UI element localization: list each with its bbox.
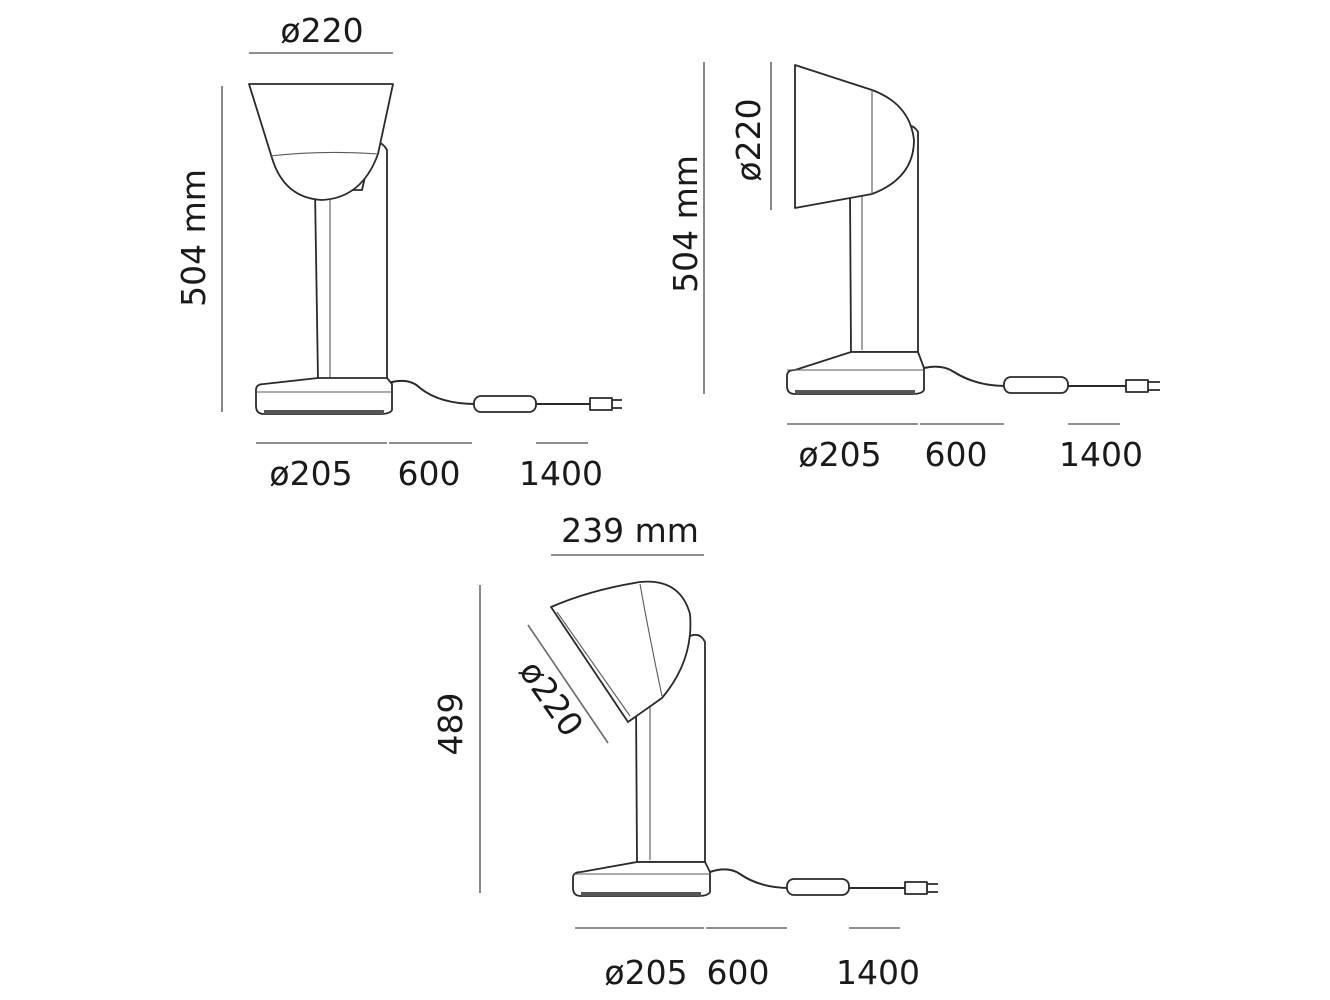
- upright-base: [255, 377, 393, 415]
- upright-shade-width-label: ø220: [280, 11, 363, 50]
- upright-shade: [248, 83, 394, 201]
- tilted-shade-diameter-dimension: [527, 624, 609, 744]
- side-cable: [923, 365, 1127, 387]
- upright-height-label: 504 mm: [174, 169, 213, 307]
- side-plug-icon: [1125, 379, 1160, 393]
- tilted-width-label: 239 mm: [561, 511, 699, 550]
- side-base: [786, 351, 925, 395]
- side-cable-switch-label: 600: [925, 435, 988, 474]
- side-base-label: ø205: [798, 435, 881, 474]
- upright-plug-icon: [589, 397, 622, 411]
- side-height-label: 504 mm: [666, 155, 705, 293]
- tilted-cable-plug-label: 1400: [836, 953, 920, 992]
- tilted-base-foot: [581, 892, 701, 896]
- side-view: ø220 504 mm ø205 600 1400: [666, 62, 1160, 474]
- tilted-shade: [550, 580, 692, 723]
- tilted-cable: [709, 868, 906, 889]
- side-base-foot: [795, 390, 915, 394]
- upright-cable-plug-label: 1400: [519, 454, 603, 493]
- upright-base-label: ø205: [269, 454, 352, 493]
- side-cable-plug-label: 1400: [1059, 435, 1143, 474]
- side-shade-diameter-label: ø220: [729, 98, 768, 181]
- tilted-cable-switch-label: 600: [707, 953, 770, 992]
- tilted-plug-icon: [904, 881, 938, 895]
- tilted-shade-seam: [639, 583, 663, 697]
- tilted-view: 239 mm 489 ø220 ø205 600 1400: [431, 511, 938, 992]
- upright-view: ø220 504 mm ø205 600 1400: [174, 11, 622, 493]
- upright-switch-icon: [473, 395, 537, 413]
- upright-cable: [391, 379, 591, 405]
- upright-shade-seam: [269, 151, 379, 157]
- side-switch-icon: [1003, 376, 1069, 394]
- tilted-shade-rim: [556, 611, 631, 717]
- tilted-shade-diameter-label: ø220: [512, 653, 592, 744]
- tilted-height-label: 489: [431, 693, 470, 756]
- side-shade: [794, 64, 915, 209]
- upright-base-foot: [264, 410, 384, 414]
- tilted-switch-icon: [786, 878, 850, 896]
- tilted-base: [572, 861, 711, 897]
- tilted-base-label: ø205: [604, 953, 687, 992]
- upright-cable-switch-label: 600: [398, 454, 461, 493]
